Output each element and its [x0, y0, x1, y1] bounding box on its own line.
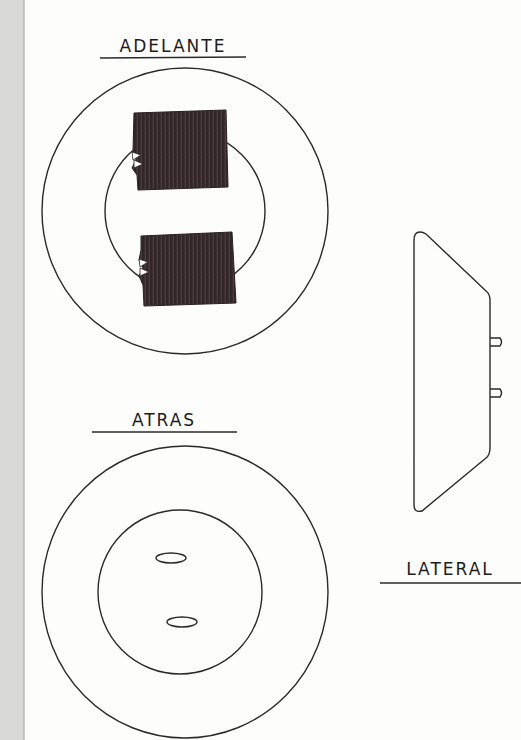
side-profile [414, 232, 490, 511]
view-label: ATRAS [132, 412, 196, 429]
slot [167, 617, 197, 627]
notch [140, 268, 149, 276]
dark-pad [139, 232, 236, 306]
outer-circle [42, 446, 328, 738]
binding-strip [0, 0, 24, 740]
underline [92, 431, 237, 432]
dark-pad [132, 110, 228, 190]
binding-edge [23, 0, 25, 740]
notch [139, 259, 148, 267]
underline [100, 57, 246, 58]
inner-circle [98, 510, 262, 674]
tab [490, 338, 502, 346]
notch [132, 152, 141, 160]
slot [156, 553, 186, 563]
tab [490, 389, 502, 397]
outer-circle [42, 68, 328, 354]
notch [134, 160, 143, 168]
view-label: LATERAL [406, 561, 494, 578]
underline [380, 582, 521, 583]
view-label: ADELANTE [120, 38, 227, 55]
